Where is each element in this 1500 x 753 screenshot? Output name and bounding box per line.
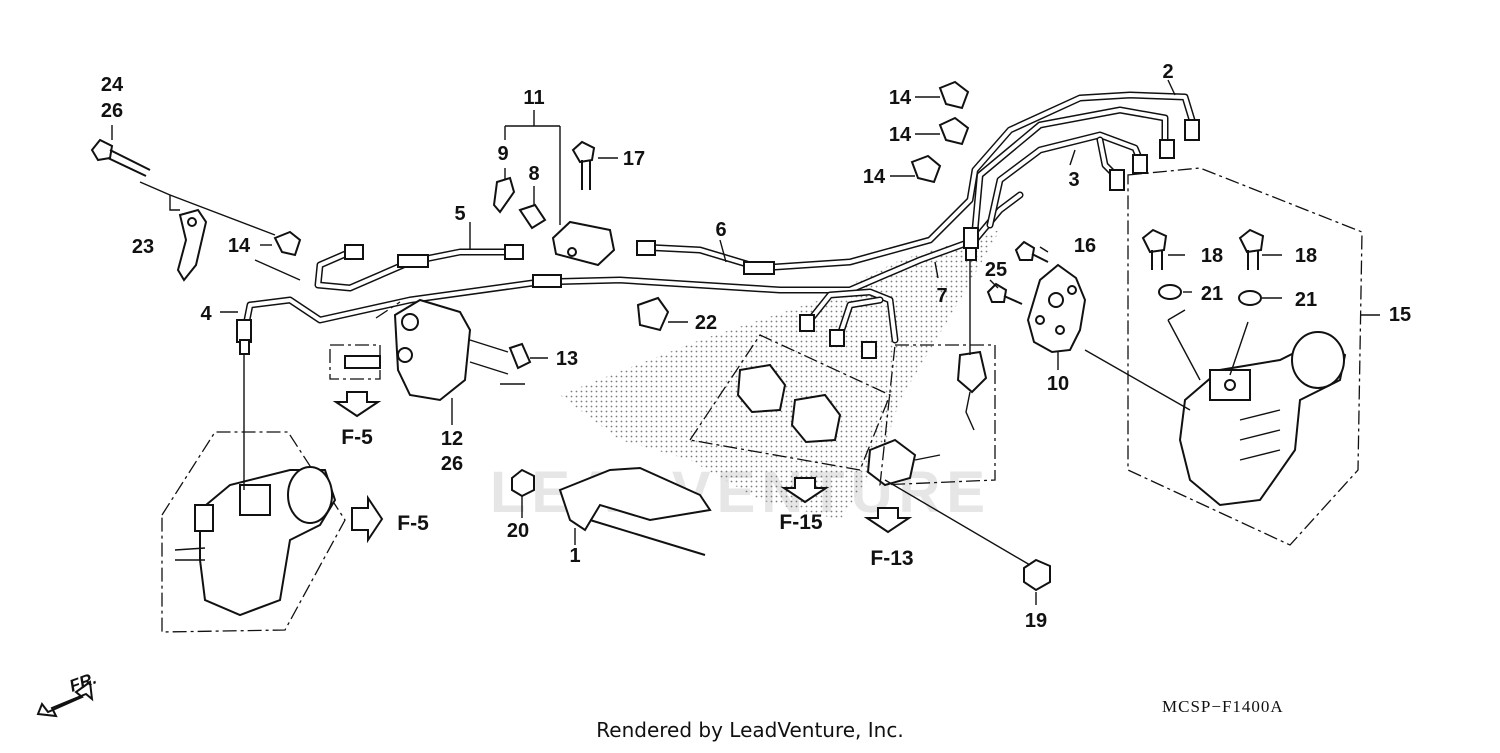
right-modulator — [1127, 167, 1363, 546]
callout-3: 3 — [1068, 169, 1079, 191]
callout-18a: 18 — [1201, 245, 1223, 267]
callout-23: 23 — [132, 236, 154, 258]
brake-pipes — [241, 91, 1196, 344]
callout-22: 22 — [695, 312, 717, 334]
callout-2: 2 — [1162, 61, 1173, 83]
callout-14: 14 — [228, 235, 251, 257]
callout-25: 25 — [985, 259, 1007, 281]
callout-14d: 14 — [863, 166, 886, 188]
callout-14b: 14 — [889, 87, 912, 109]
credit-text: Rendered by LeadVenture, Inc. — [596, 718, 903, 742]
callout-10: 10 — [1047, 373, 1069, 395]
left-modulator — [161, 431, 346, 633]
callout-7: 7 — [936, 285, 947, 307]
callout-26: 26 — [101, 100, 123, 122]
callout-11: 11 — [523, 87, 544, 109]
callout-1: 1 — [569, 545, 580, 567]
callout-21a: 21 — [1201, 283, 1223, 305]
ref-f5-top: F-5 — [341, 426, 373, 449]
callout-6: 6 — [715, 219, 726, 241]
ref-f5-side: F-5 — [397, 512, 429, 535]
reference-arrows — [36, 391, 913, 718]
pipe-fittings — [236, 119, 1200, 359]
callout-14c: 14 — [889, 124, 912, 146]
reference-labels: F-5 F-5 F-15 F-13 — [341, 426, 913, 570]
ref-f13: F-13 — [870, 547, 913, 570]
callout-18b: 18 — [1295, 245, 1317, 267]
callout-21b: 21 — [1295, 289, 1317, 311]
callout-5: 5 — [454, 203, 465, 225]
callout-16: 16 — [1074, 235, 1096, 257]
callout-17: 17 — [623, 148, 645, 170]
front-label: FR. — [67, 669, 99, 696]
ref-f15: F-15 — [779, 511, 823, 534]
junction-blocks — [344, 298, 941, 556]
callout-labels: 24 26 23 14 4 5 11 9 8 17 6 22 13 12 26 … — [101, 61, 1411, 632]
callout-9: 9 — [497, 143, 508, 165]
diagram-code: MCSP−F1400A — [1162, 697, 1284, 716]
callout-20: 20 — [507, 520, 529, 542]
detail-boxes — [329, 301, 996, 486]
callout-26b: 26 — [441, 453, 463, 475]
fasteners — [90, 80, 1265, 592]
callout-24: 24 — [101, 74, 124, 96]
callout-4: 4 — [200, 303, 212, 325]
leader-lines — [111, 79, 1380, 605]
callout-19: 19 — [1025, 610, 1047, 632]
callout-13: 13 — [556, 348, 578, 370]
callout-12: 12 — [441, 428, 463, 450]
callout-15: 15 — [1389, 304, 1411, 326]
callout-8: 8 — [528, 163, 539, 185]
